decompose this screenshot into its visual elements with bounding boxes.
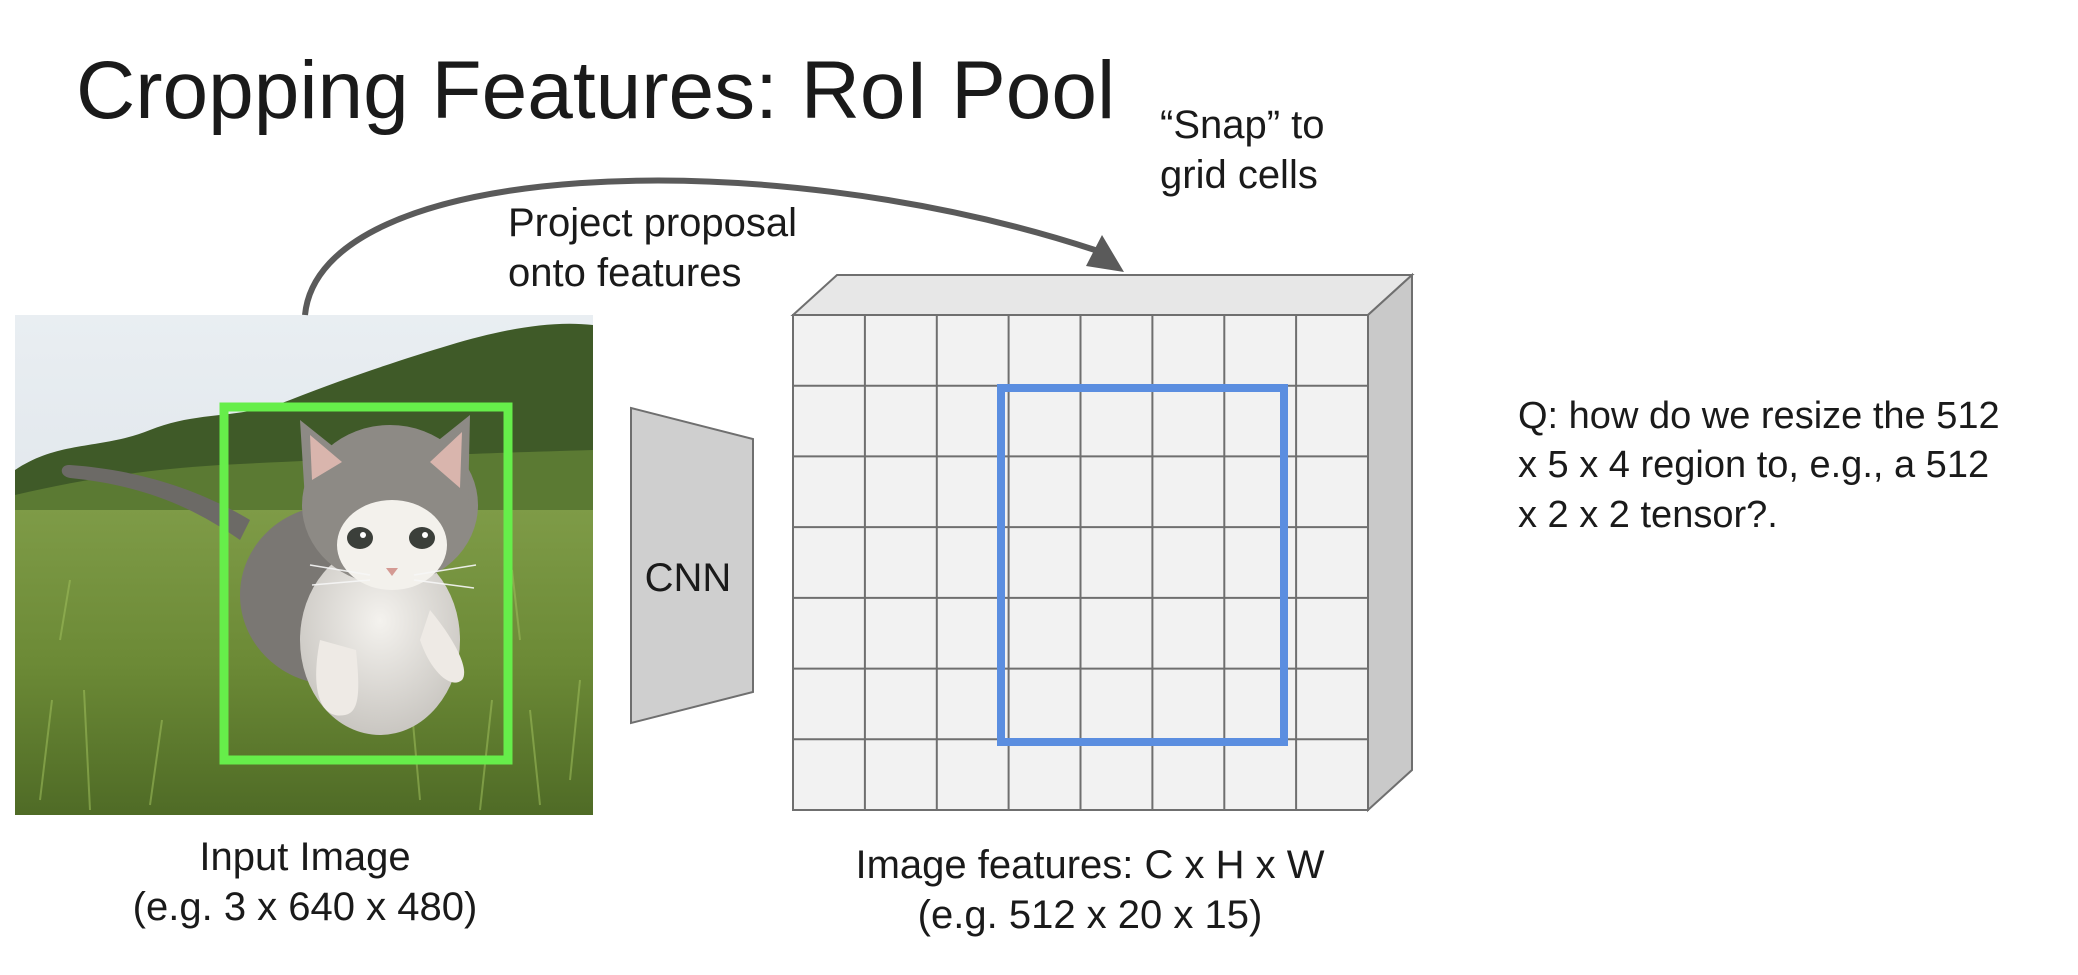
project-proposal-label: Project proposal onto features xyxy=(508,198,797,298)
input-caption-line2: (e.g. 3 x 640 x 480) xyxy=(132,885,478,929)
kitten-tail xyxy=(61,464,250,540)
cnn-block xyxy=(630,406,754,725)
input-caption-line1: Input Image xyxy=(199,835,411,879)
question-line1: Q: how do we resize the 512 xyxy=(1518,395,2000,437)
snap-label-line1: “Snap” to xyxy=(1160,103,1325,147)
proposal-box xyxy=(219,402,513,765)
project-label-line1: Project proposal xyxy=(508,201,798,245)
project-label-line2: onto features xyxy=(508,251,742,295)
snap-label: “Snap” to grid cells xyxy=(1160,100,1325,200)
features-caption-line2: (e.g. 512 x 20 x 15) xyxy=(917,893,1263,937)
feature-grid-lines xyxy=(793,315,1368,810)
projected-region-box xyxy=(997,384,1288,746)
feature-map-side-face xyxy=(1367,272,1413,813)
snap-label-line2: grid cells xyxy=(1160,153,1318,197)
kitten xyxy=(61,415,478,735)
features-caption-line1: Image features: C x H x W xyxy=(855,843,1325,887)
question-line2: x 5 x 4 region to, e.g., a 512 xyxy=(1518,444,1990,487)
feature-map xyxy=(790,272,1415,813)
cnn-label: CNN xyxy=(644,556,732,600)
question-line3: x 2 x 2 tensor?. xyxy=(1518,493,1778,536)
input-image-caption: Input Image (e.g. 3 x 640 x 480) xyxy=(95,832,515,932)
curved-arrow-icon xyxy=(302,177,1096,316)
feature-map-top-face xyxy=(790,274,1415,316)
image-features-caption: Image features: C x H x W (e.g. 512 x 20… xyxy=(800,840,1380,940)
question-text: Q: how do we resize the 512 x 5 x 4 regi… xyxy=(1518,392,2000,540)
arrow-head xyxy=(1086,235,1124,272)
slide-title: Cropping Features: RoI Pool xyxy=(76,45,1116,136)
input-image xyxy=(15,315,593,815)
